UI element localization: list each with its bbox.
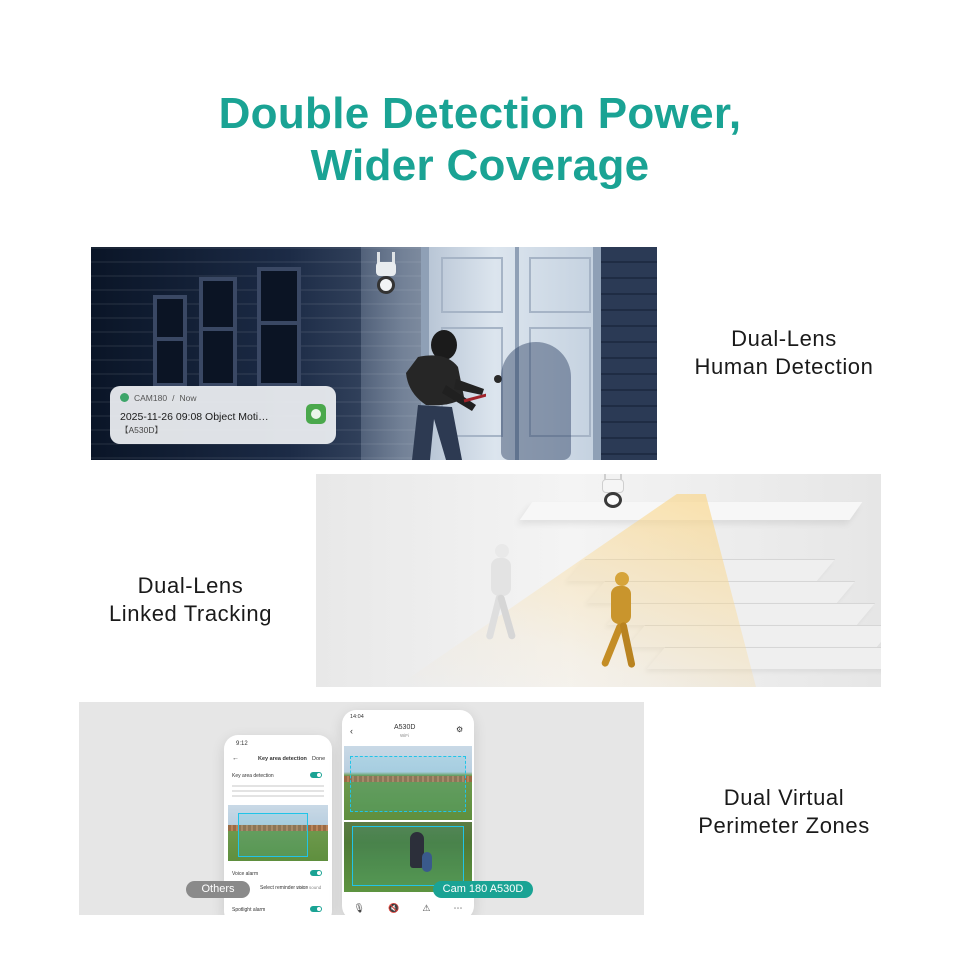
- caption-line-1: Dual-Lens: [137, 573, 244, 598]
- live-view-tracking: [344, 822, 472, 892]
- detection-zone[interactable]: [238, 813, 308, 857]
- caption-linked-tracking: Dual-Lens Linked Tracking: [78, 572, 303, 628]
- setting-voice-alarm-label: Voice alarm: [232, 871, 259, 877]
- microphone-icon[interactable]: 🎙: [353, 902, 365, 913]
- setting-spotlight-alarm-label: Spotlight alarm: [232, 907, 266, 913]
- settings-gear-icon[interactable]: ⚙: [456, 725, 464, 734]
- caption-perimeter-zones: Dual Virtual Perimeter Zones: [664, 784, 904, 840]
- description-text-block: [232, 785, 324, 799]
- door-knob: [494, 375, 502, 383]
- headline-line-2: Wider Coverage: [310, 141, 650, 190]
- label-cam180-a530d: Cam 180 A530D: [433, 881, 533, 898]
- caption-line-2: Human Detection: [694, 354, 874, 379]
- headline-line-1: Double Detection Power,: [218, 89, 742, 138]
- siding-right: [601, 247, 657, 460]
- perimeter-zones-image: 9:12 ← Key area detection Done Key area …: [79, 702, 644, 915]
- connection-status: WiFi: [400, 733, 409, 738]
- security-camera-icon: [599, 474, 627, 513]
- more-icon[interactable]: ⋯: [453, 902, 463, 913]
- person-figure: [410, 832, 424, 868]
- caption-line-2: Linked Tracking: [108, 601, 273, 626]
- reminder-voice-value: Alarm sound: [296, 885, 322, 890]
- setting-key-area-label: Key area detection: [232, 773, 274, 779]
- security-camera-icon: [374, 252, 398, 296]
- caption-line-2: Perimeter Zones: [698, 813, 870, 838]
- window: [257, 267, 301, 387]
- spotlight-alarm-toggle[interactable]: [310, 906, 322, 912]
- control-bar: 🎙 🔇 ⚠ ⋯: [342, 896, 474, 915]
- notification-separator: /: [172, 392, 175, 403]
- caption-line-1: Dual Virtual: [723, 785, 845, 810]
- key-area-toggle[interactable]: [310, 772, 322, 778]
- app-icon: [120, 393, 129, 402]
- person-figure-gold: [600, 572, 642, 682]
- live-view-wide: [344, 746, 472, 820]
- back-chevron-icon[interactable]: ‹: [350, 726, 353, 736]
- back-arrow-icon[interactable]: ←: [232, 755, 239, 762]
- motion-notification[interactable]: CAM180 / Now 2025-11-26 09:08 Object Mot…: [110, 386, 336, 444]
- device-title: A530D: [394, 724, 416, 731]
- notification-time: Now: [179, 392, 197, 403]
- window: [199, 277, 237, 387]
- notification-app-name: CAM180: [134, 392, 168, 403]
- alarm-icon[interactable]: ⚠: [422, 902, 431, 913]
- setting-reminder-voice-label[interactable]: Select reminder voice: [260, 885, 309, 891]
- phone-status-time: 9:12: [236, 741, 248, 747]
- phone-live-view: 14:04 ‹ A530D WiFi ⚙ 🎙 🔇 ⚠ ⋯: [342, 710, 474, 915]
- notification-message: 2025-11-26 09:08 Object Moti…: [120, 411, 269, 423]
- headline: Double Detection Power, Wider Coverage: [0, 88, 960, 192]
- screen-title: Key area detection: [258, 756, 307, 762]
- person-figure-white: [482, 544, 522, 654]
- window: [153, 295, 187, 387]
- caption-line-1: Dual-Lens: [731, 326, 837, 351]
- burglar-shadow: [501, 342, 571, 460]
- detection-zone[interactable]: [350, 756, 466, 812]
- done-button[interactable]: Done: [312, 756, 326, 762]
- notification-header: CAM180 / Now: [120, 391, 326, 404]
- detection-zone[interactable]: [352, 826, 464, 886]
- caption-human-detection: Dual-Lens Human Detection: [664, 325, 904, 381]
- voice-alarm-toggle[interactable]: [310, 870, 322, 876]
- linked-tracking-image: [316, 474, 881, 687]
- child-figure: [422, 852, 432, 872]
- mute-icon[interactable]: 🔇: [388, 902, 400, 913]
- label-others: Others: [186, 881, 250, 898]
- phone-status-time: 14:04: [350, 714, 364, 720]
- app-thumbnail-icon: [306, 404, 326, 424]
- camera-preview: [228, 805, 328, 861]
- notification-device: 【A530D】: [120, 425, 163, 435]
- burglar-figure: [406, 330, 486, 460]
- human-detection-image: CAM180 / Now 2025-11-26 09:08 Object Mot…: [91, 247, 657, 460]
